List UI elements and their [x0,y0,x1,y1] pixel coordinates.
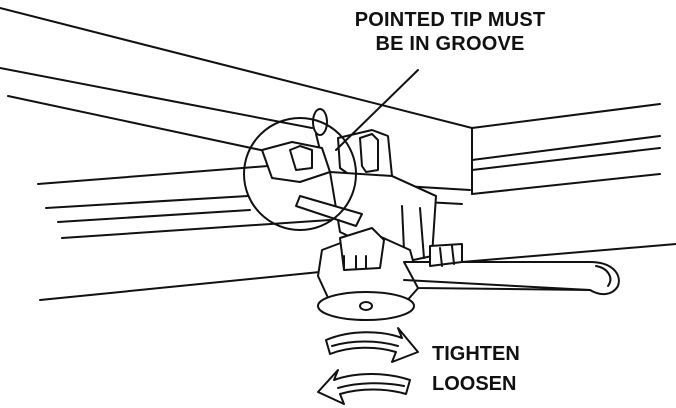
callout-line-2: BE IN GROOVE [375,33,525,55]
callout-line-1: POINTED TIP MUST [354,9,546,31]
groove-highlight-circle [243,117,357,231]
pointed-tip-callout: POINTED TIP MUST BE IN GROOVE [330,8,570,56]
upper-rail-lines [0,7,661,195]
mounting-bracket [261,129,437,263]
callout-leader-line [335,69,419,151]
loosen-arrow [317,369,411,405]
lower-track-lines [37,165,676,301]
tighten-label: TIGHTEN [432,343,520,365]
lock-knob [317,227,421,321]
loosen-label: LOOSEN [432,373,517,395]
lever-handle [403,243,620,296]
tighten-arrow [325,327,419,363]
